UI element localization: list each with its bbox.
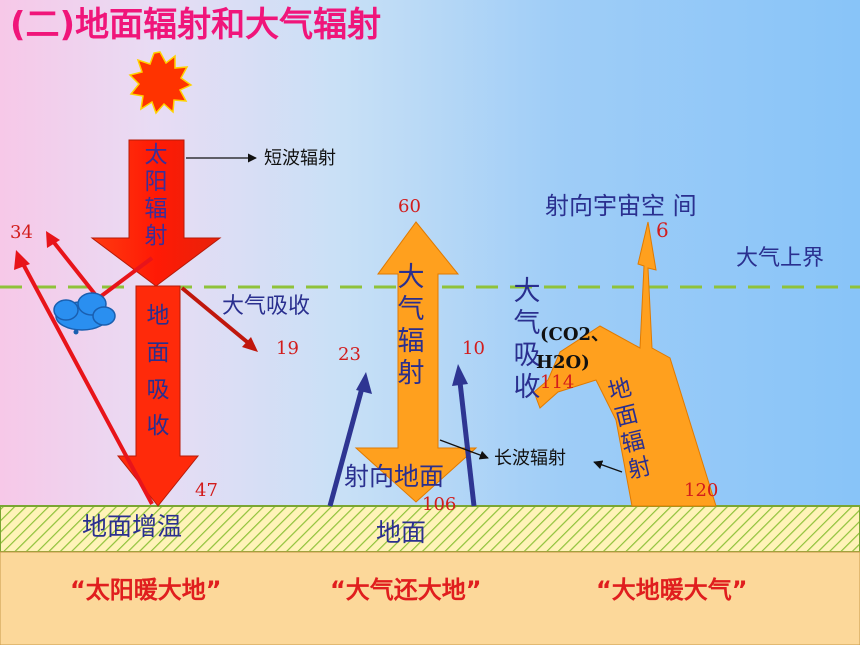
slogan-ground-warms-atmos: “大地暖大气” (596, 576, 748, 604)
long-wave-label: 长波辐射 (494, 448, 566, 469)
slogan-atmos-returns-ground: “大气还大地” (330, 576, 482, 604)
ground-surface-hatch (0, 505, 860, 553)
value-114: 114 (540, 372, 575, 393)
ground-layer (0, 551, 860, 645)
value-reflected: 34 (10, 222, 33, 243)
solar-radiation-label: 太阳辐射 (144, 142, 168, 250)
reflected-radiation-rays (14, 231, 154, 505)
to-space-label: 射向宇宙空 间 (545, 192, 697, 220)
h2o-label: H2O) (536, 352, 590, 373)
value-23: 23 (338, 344, 361, 365)
value-106: 106 (422, 494, 457, 515)
to-ground-label: 射向地面 (344, 462, 445, 491)
long-wave-pointer-left (439, 439, 489, 460)
atmospheric-radiation-arrow (354, 221, 478, 503)
atmos-top-label: 大气上界 (736, 246, 825, 271)
value-ground-absorbed: 47 (195, 480, 218, 501)
atmos-absorb-label: 大气吸收 (222, 294, 311, 319)
short-wave-label: 短波辐射 (264, 148, 336, 169)
atmosphere-absorption-arrow (180, 286, 258, 352)
atmos-absorb-vertical-label: 大气吸收 (513, 276, 541, 403)
value-atmos-absorbed: 19 (276, 338, 299, 359)
co2-label: (CO2、 (540, 324, 610, 345)
value-6: 6 (656, 218, 669, 242)
ground-absorb-label: 地面吸收 (146, 303, 170, 440)
solar-radiation-arrow (90, 139, 222, 287)
ground-label: 地面 (376, 518, 427, 547)
cloud-droplet (73, 329, 79, 335)
ground-warming-label: 地面增温 (82, 512, 183, 541)
sun-icon (128, 51, 193, 115)
page-title: (二)地面辐射和大气辐射 (10, 5, 382, 45)
value-60: 60 (398, 196, 421, 217)
ground-radiation-arrow (533, 221, 717, 507)
atmos-radiation-label: 大气辐射 (397, 262, 425, 389)
long-wave-pointer-right (593, 460, 623, 473)
value-10: 10 (462, 338, 485, 359)
cloud-icon (53, 292, 116, 331)
blue-ground-radiation-arrows (327, 364, 477, 507)
value-120: 120 (684, 480, 719, 501)
slogan-sun-warms-ground: “太阳暖大地” (70, 576, 222, 604)
ground-absorption-arrow (116, 285, 200, 507)
